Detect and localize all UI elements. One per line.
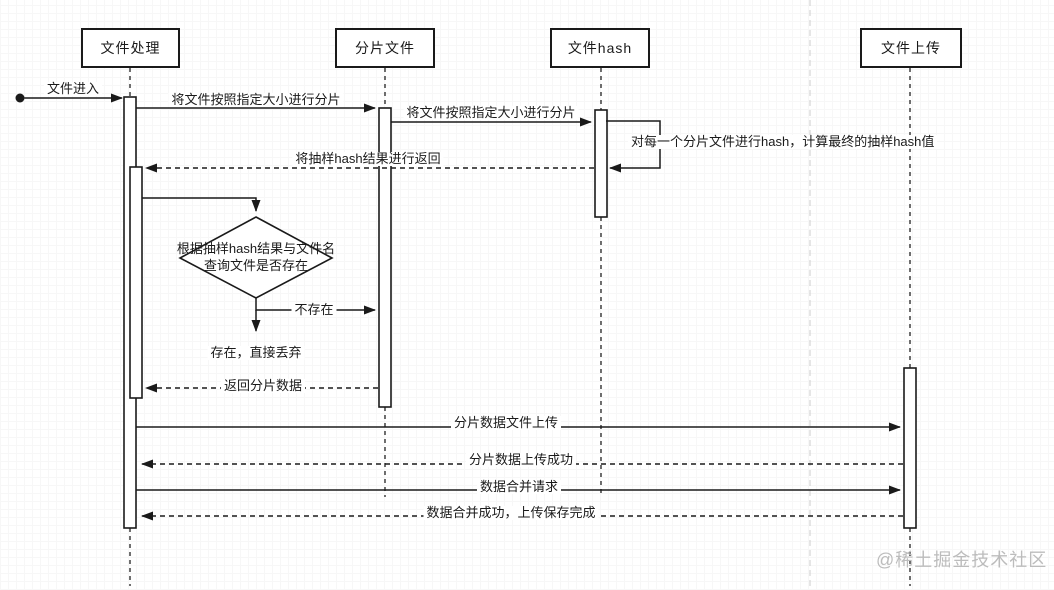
- message-label-not-exist: 不存在: [291, 303, 337, 317]
- activation-bars: [123, 96, 917, 529]
- activation-file-processing-nested: [129, 166, 143, 399]
- decision-line-2: 查询文件是否存在: [203, 258, 309, 273]
- message-label-split-1: 将文件按照指定大小进行分片: [168, 93, 344, 107]
- arrow-into-decision: [142, 197, 261, 212]
- activation-file-hash: [594, 109, 608, 218]
- message-label-exist-discard: 存在，直接丢弃: [207, 346, 305, 360]
- message-label-hash-return: 将抽样hash结果进行返回: [292, 152, 444, 166]
- message-label-upload-success: 分片数据上传成功: [465, 453, 577, 467]
- participant-file-processing: 文件处理: [81, 28, 180, 68]
- decision-diamond-label: 根据抽样hash结果与文件名 查询文件是否存在: [177, 240, 335, 274]
- message-label-upload-chunk-data: 分片数据文件上传: [450, 416, 562, 430]
- activation-chunk-file: [378, 107, 392, 408]
- activation-file-upload: [903, 367, 917, 529]
- message-label-merge-request: 数据合并请求: [476, 480, 562, 494]
- decision-diamond: [178, 216, 334, 299]
- message-label-split-2: 将文件按照指定大小进行分片: [403, 106, 579, 120]
- decision-line-1: 根据抽样hash结果与文件名: [176, 241, 336, 256]
- lifelines: [129, 68, 911, 586]
- message-label-return-chunk-data: 返回分片数据: [220, 379, 306, 393]
- message-label-file-enter: 文件进入: [43, 82, 103, 96]
- juejin-watermark: @稀土掘金技术社区: [876, 550, 1048, 570]
- message-label-merge-success: 数据合并成功，上传保存完成: [423, 506, 599, 520]
- participant-file-upload: 文件上传: [860, 28, 962, 68]
- participant-file-hash: 文件hash: [550, 28, 650, 68]
- participant-chunk-file: 分片文件: [335, 28, 435, 68]
- solid-message-arrows: [24, 93, 901, 495]
- message-label-hash-loop: 对每一个分片文件进行hash，计算最终的抽样hash值: [628, 135, 938, 149]
- start-node: [15, 93, 25, 103]
